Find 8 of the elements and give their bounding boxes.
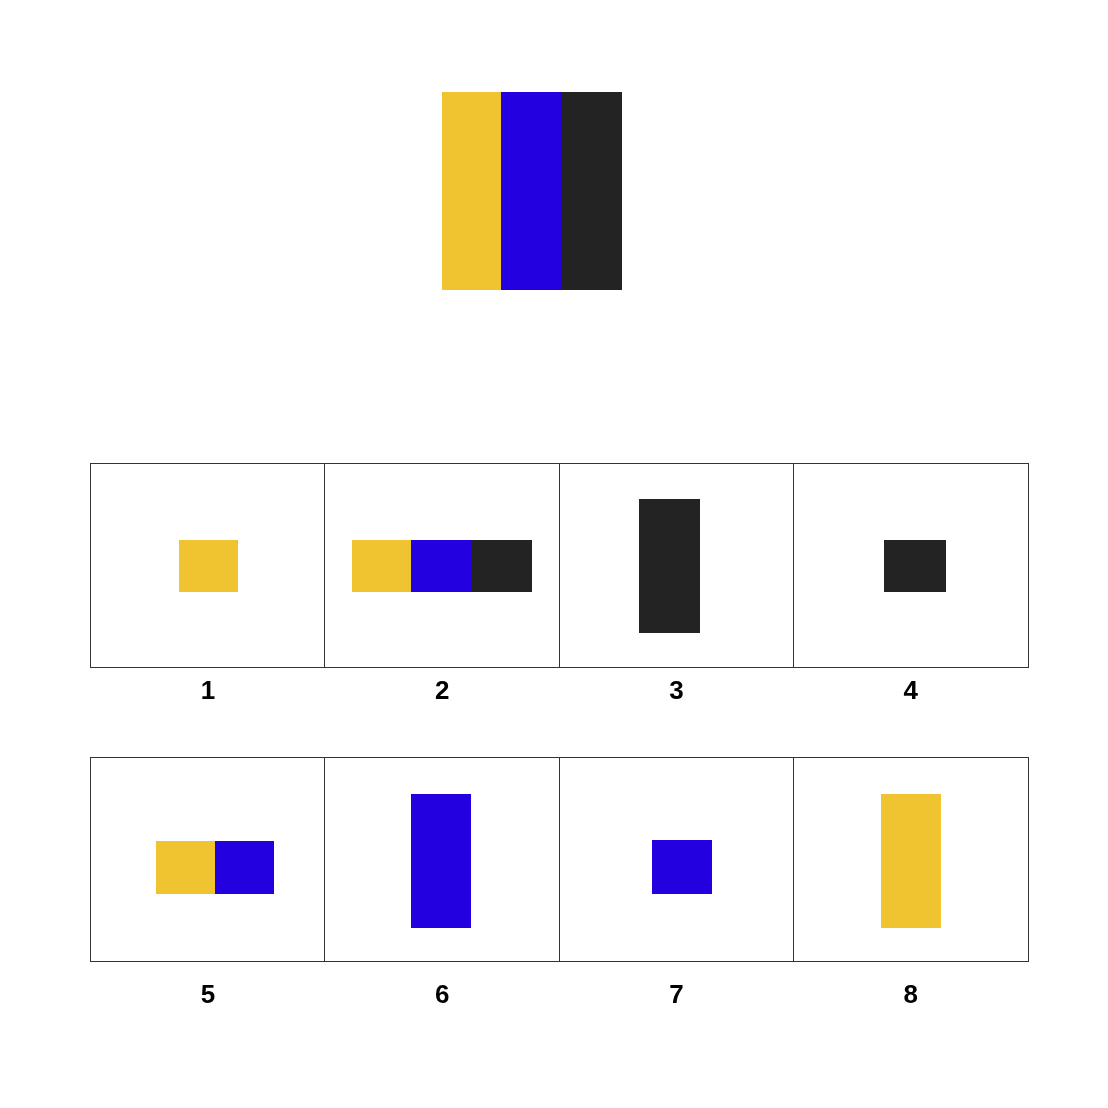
option-number: 2 <box>434 677 450 703</box>
option-number: 7 <box>669 981 684 1007</box>
option-number: 6 <box>434 981 450 1007</box>
option-number: 4 <box>903 677 918 703</box>
option-number: 8 <box>903 981 918 1007</box>
option-number: 3 <box>669 677 684 703</box>
option-number: 5 <box>200 981 216 1007</box>
option-number: 1 <box>200 677 216 703</box>
